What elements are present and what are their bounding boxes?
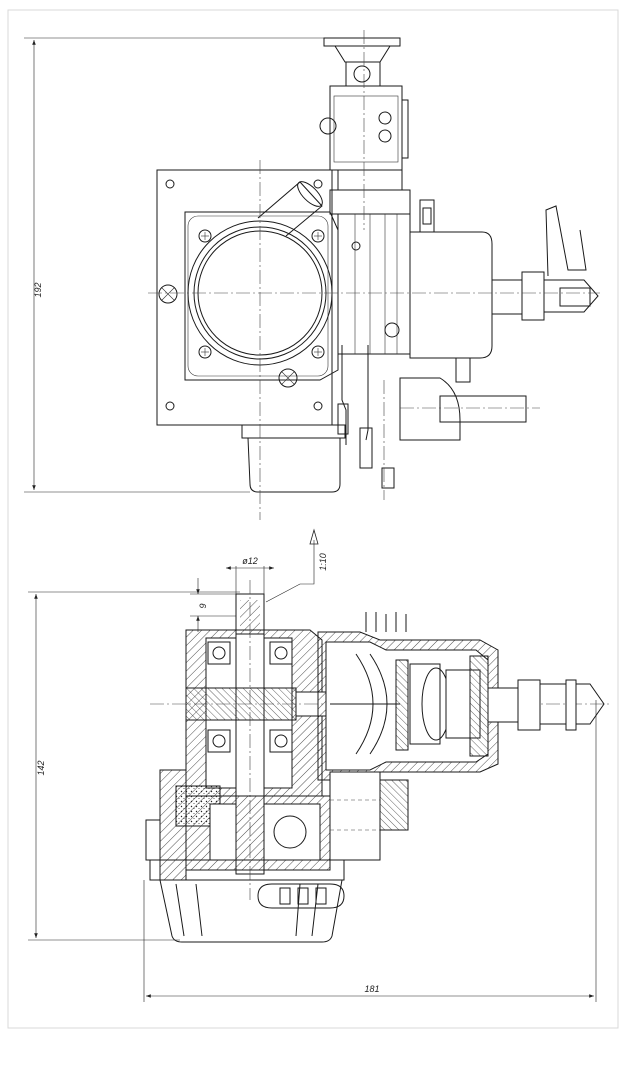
- dim-small-offset: 9: [198, 603, 208, 608]
- dim-top-height: 192: [33, 282, 43, 297]
- dim-bottom-height: 142: [36, 760, 46, 775]
- sheet-border: [7, 9, 619, 1029]
- leader-note: 1:10: [318, 553, 328, 571]
- section-view: 142 181 ø12 9 1:10: [28, 528, 610, 1002]
- top-view: 192: [24, 30, 600, 520]
- dim-bottom-width: 181: [364, 984, 379, 994]
- dim-shaft-diameter: ø12: [242, 556, 258, 566]
